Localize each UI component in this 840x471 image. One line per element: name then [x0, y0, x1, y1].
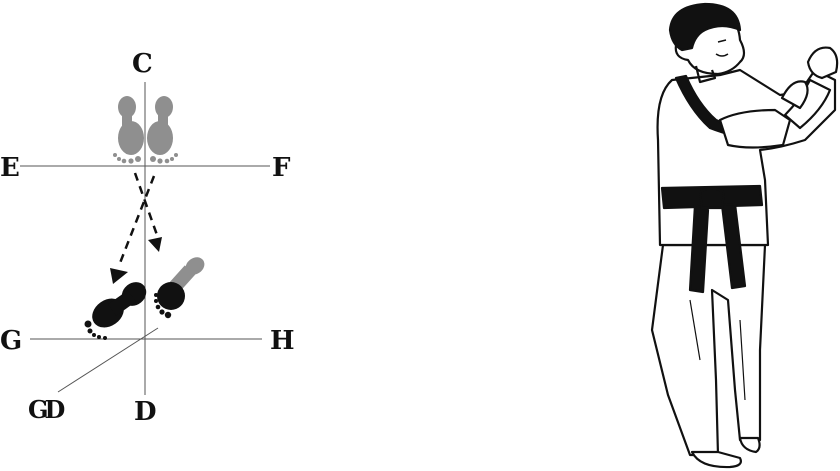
movement-arrows	[110, 172, 162, 284]
arrowhead-icon	[110, 268, 128, 284]
hair	[668, 2, 742, 52]
end-left-foot-icon	[84, 282, 147, 340]
label-d: D	[134, 397, 157, 427]
start-left-foot-icon	[113, 96, 144, 164]
fist	[806, 46, 839, 80]
end-right-foot-icon	[154, 257, 205, 319]
line-gd	[57, 327, 159, 393]
label-c: C	[132, 49, 153, 79]
pants	[650, 243, 767, 457]
arrowhead-icon	[148, 237, 162, 252]
start-right-foot-icon	[147, 96, 178, 164]
label-g: G	[0, 326, 22, 356]
label-f: F	[272, 153, 291, 183]
martial-artist-illustration	[650, 2, 839, 469]
label-gd: GD	[28, 395, 64, 424]
label-h: H	[270, 326, 295, 356]
label-e: E	[0, 153, 20, 183]
foot	[690, 450, 742, 469]
